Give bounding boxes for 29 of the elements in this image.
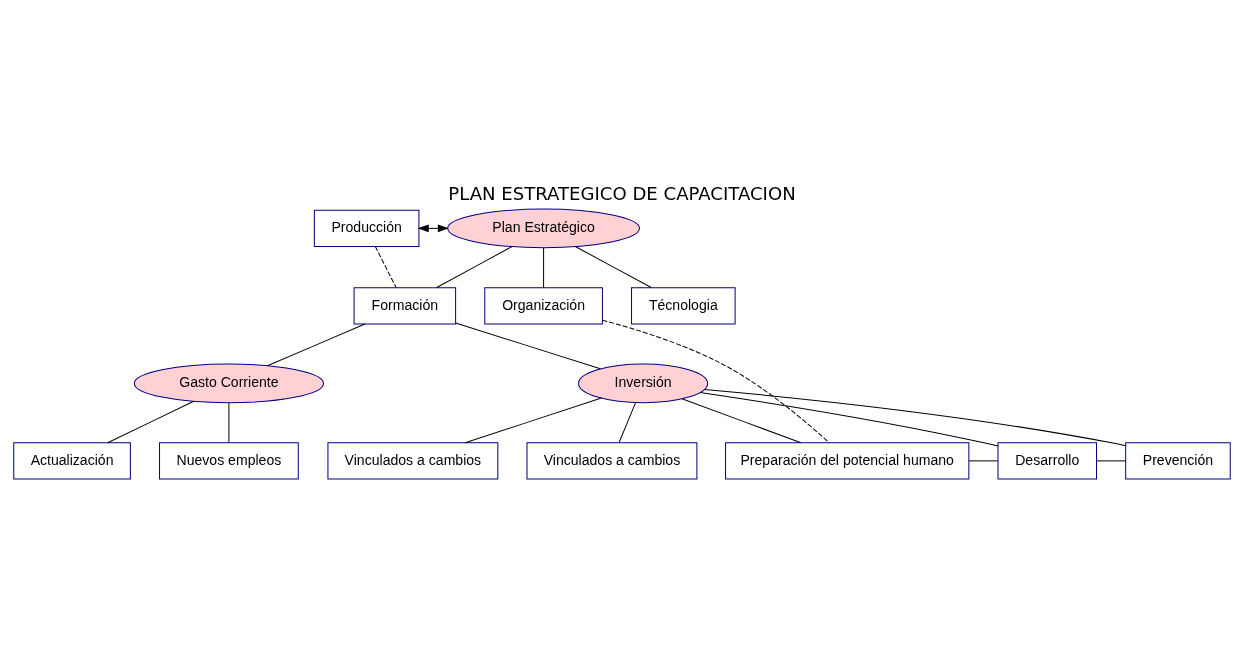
node-box: Organización bbox=[484, 287, 603, 325]
connector bbox=[699, 391, 999, 447]
connector bbox=[681, 398, 802, 444]
node-ellipse: Gasto Corriente bbox=[133, 363, 324, 404]
node-box: Actualización bbox=[13, 442, 131, 480]
node-box: Formación bbox=[353, 287, 457, 325]
node-box: Prevención bbox=[1125, 442, 1231, 480]
node-ellipse: Plan Estratégico bbox=[447, 208, 640, 249]
connector bbox=[436, 246, 513, 289]
diagram-title: PLAN ESTRATEGICO DE CAPACITACION bbox=[448, 182, 796, 204]
connector bbox=[464, 397, 602, 444]
node-box: Vinculados a cambios bbox=[526, 442, 698, 480]
connector bbox=[455, 322, 601, 370]
connector bbox=[543, 247, 545, 289]
node-box: Técnologia bbox=[631, 287, 736, 325]
node-box: Preparación del potencial humano bbox=[725, 442, 970, 480]
node-box: Nuevos empleos bbox=[159, 442, 299, 480]
connector bbox=[704, 389, 1127, 447]
node-box: Vinculados a cambios bbox=[327, 442, 499, 480]
connector bbox=[266, 323, 366, 367]
connector bbox=[618, 402, 637, 444]
arrow bbox=[417, 224, 449, 233]
connector bbox=[374, 246, 397, 289]
node-box: Desarrollo bbox=[997, 442, 1098, 480]
connector bbox=[107, 400, 195, 444]
connector bbox=[574, 246, 652, 289]
connector bbox=[601, 319, 830, 444]
node-box: Producción bbox=[313, 209, 420, 247]
node-ellipse: Inversión bbox=[578, 363, 709, 404]
